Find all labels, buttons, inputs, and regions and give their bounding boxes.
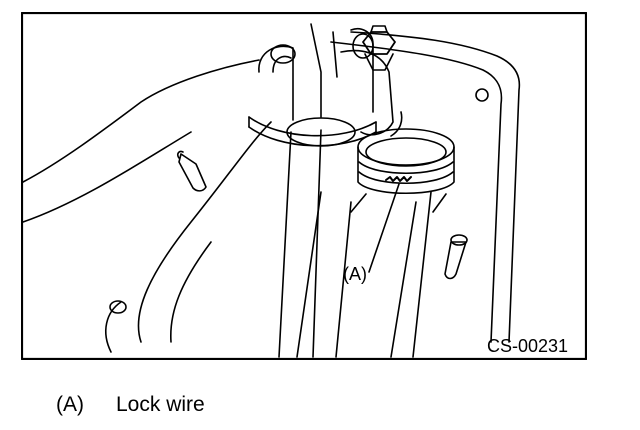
mounting-plate (330, 31, 521, 343)
figure-frame (21, 12, 587, 360)
legend-text: Lock wire (116, 393, 205, 416)
pin-left (176, 150, 207, 192)
left-bracket (22, 59, 272, 353)
legend: (A) Lock wire (56, 393, 205, 417)
legend-key: (A) (56, 393, 84, 416)
callout-leader (368, 183, 400, 273)
figure-code: CS-00231 (487, 336, 569, 356)
pin-right (444, 234, 468, 280)
boot-ring (350, 128, 455, 213)
bolt (362, 25, 396, 71)
illustration-figure (21, 12, 587, 360)
lock-wire (385, 176, 412, 182)
steering-shaft (278, 117, 356, 358)
column-housing (296, 191, 432, 358)
universal-joint (248, 23, 403, 147)
callout-label-a: (A) (343, 264, 367, 284)
